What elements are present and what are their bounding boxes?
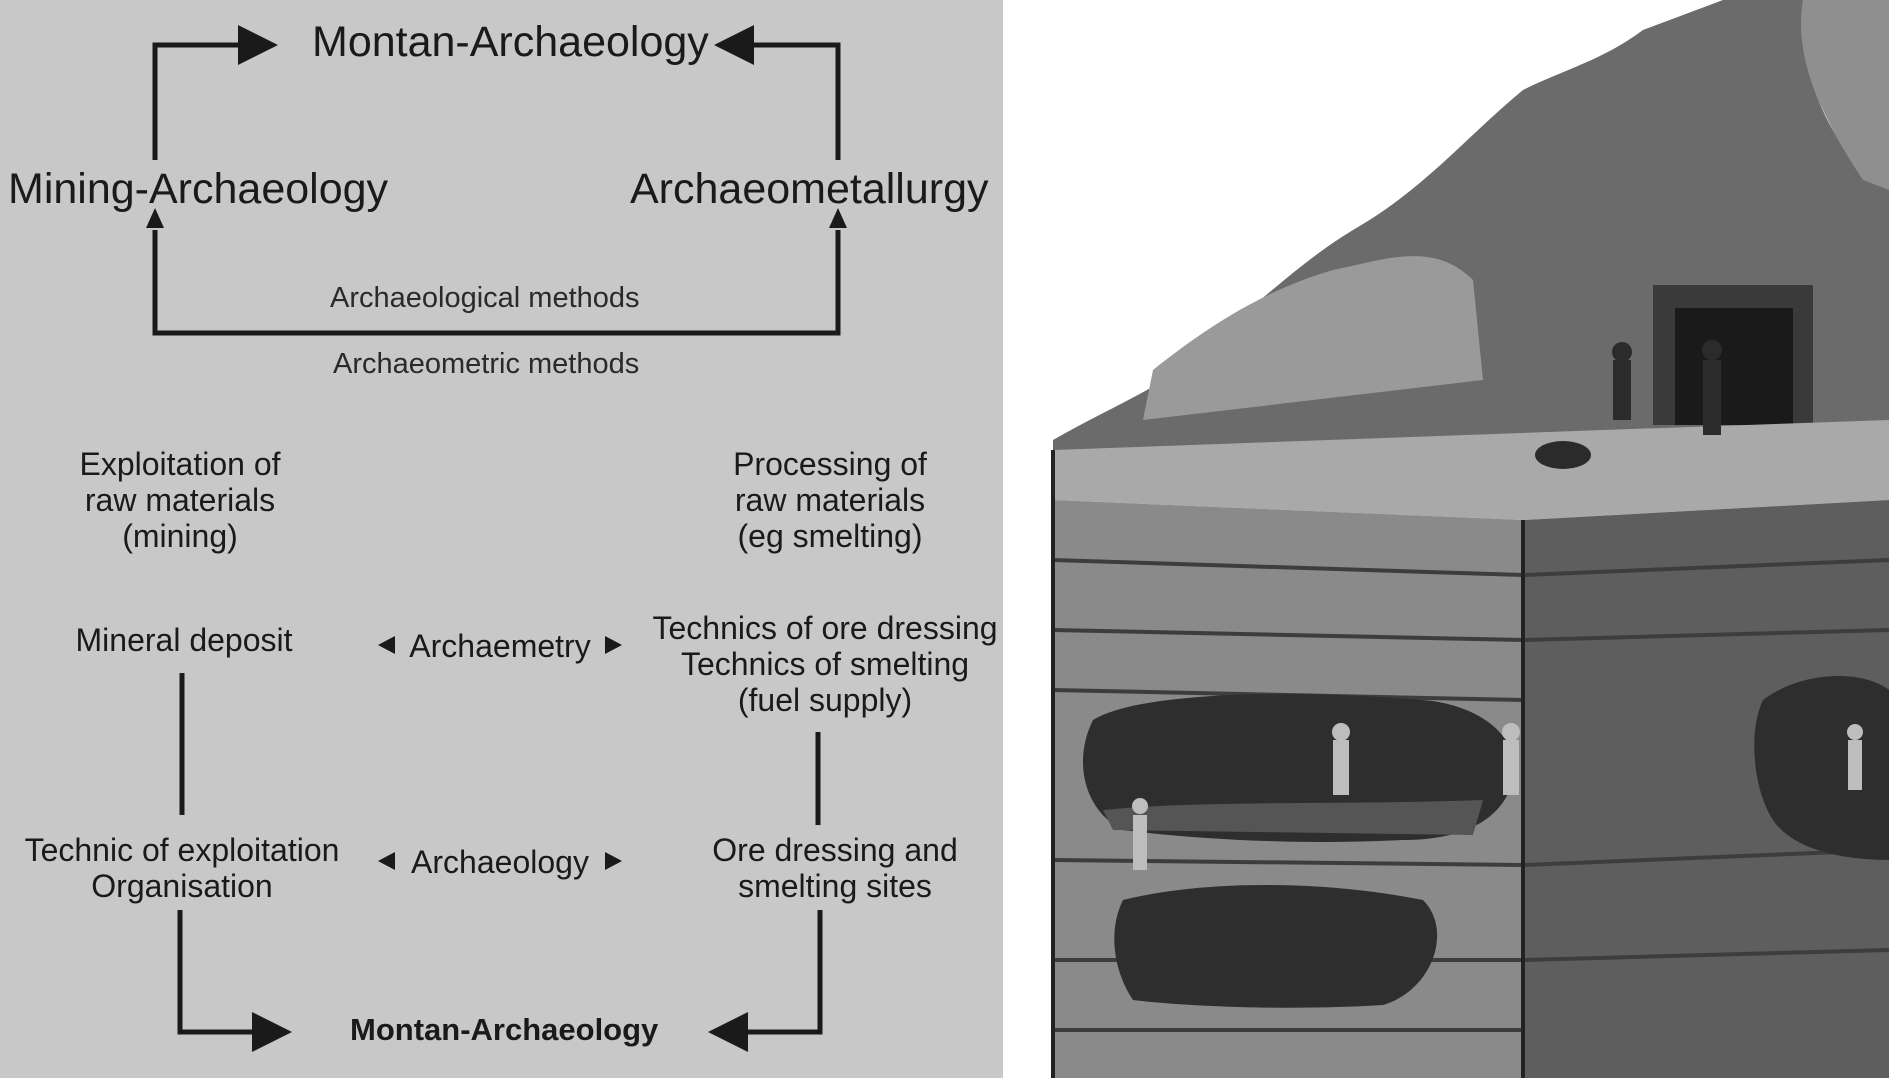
tri-right-archaemetry (605, 636, 622, 654)
side-gallery (1754, 676, 1889, 860)
top-title: Montan-Archaeology (312, 18, 709, 66)
arrow-metallurgy-to-title (714, 25, 841, 160)
arrow-sites-to-title (708, 910, 823, 1052)
processing-heading-line: Processing of (733, 446, 927, 482)
surface-workers (1535, 340, 1722, 469)
arrowhead-mining (146, 208, 164, 228)
ore-sites-line: Ore dressing and (712, 832, 958, 868)
tri-left-archaemetry (378, 636, 395, 654)
exploitation-heading-line: (mining) (122, 518, 238, 554)
lower-gallery (1114, 885, 1438, 1008)
hill-rocks (1143, 256, 1483, 420)
archaeology-label: Archaeology (411, 844, 589, 880)
arrow-mining-to-title (152, 25, 278, 160)
archaeometric-methods-label: Archaeometric methods (333, 348, 640, 380)
flow-arrows (146, 25, 847, 1052)
exploitation-heading-line: Exploitation of (79, 446, 281, 482)
mining-archaeology-label: Mining-Archaeology (8, 165, 389, 213)
technic-exploitation-block: Technic of exploitation Organisation (12, 832, 352, 904)
arrow-exploitation-to-title (177, 910, 292, 1052)
mine-illustration (1003, 0, 1889, 1078)
archaeometallurgy-label: Archaeometallurgy (630, 165, 989, 213)
exploitation-heading-line: raw materials (84, 482, 276, 518)
mine-entrance-dark (1675, 308, 1793, 425)
tri-right-archaeology (605, 852, 622, 870)
technics-line: Technics of smelting (680, 646, 970, 682)
processing-heading-line: raw materials (734, 482, 926, 518)
block-outline (1051, 450, 1525, 1078)
processing-heading-line: (eg smelting) (737, 518, 923, 554)
archaemetry-label: Archaemetry (409, 628, 591, 664)
upper-gallery-floor (1103, 800, 1483, 835)
processing-heading: Processing of raw materials (eg smelting… (690, 446, 970, 554)
technic-exploitation-line: Organisation (91, 868, 273, 904)
block-side (1523, 500, 1889, 1078)
technics-line: Technics of ore dressing (652, 610, 998, 646)
underground-workers (1132, 723, 1863, 870)
arrowhead-metallurgy (829, 208, 847, 228)
methods-loop-line (152, 230, 841, 336)
exploitation-heading: Exploitation of raw materials (mining) (40, 446, 320, 554)
smoke-plume (1799, 0, 1889, 220)
tri-left-archaeology (378, 852, 395, 870)
technics-line: (fuel supply) (737, 682, 913, 718)
ore-sites-line: smelting sites (738, 868, 932, 904)
diagram-panel: Montan-Archaeology Mining-Archaeology Ar… (0, 0, 1003, 1078)
ore-sites-block: Ore dressing and smelting sites (690, 832, 980, 904)
bottom-title: Montan-Archaeology (350, 1012, 659, 1047)
archaeological-methods-label: Archaeological methods (330, 282, 640, 314)
surface-ledge (1053, 420, 1889, 520)
technics-block: Technics of ore dressing Technics of sme… (645, 610, 1005, 718)
technic-exploitation-line: Technic of exploitation (24, 832, 340, 868)
mineral-deposit-label: Mineral deposit (75, 622, 293, 658)
